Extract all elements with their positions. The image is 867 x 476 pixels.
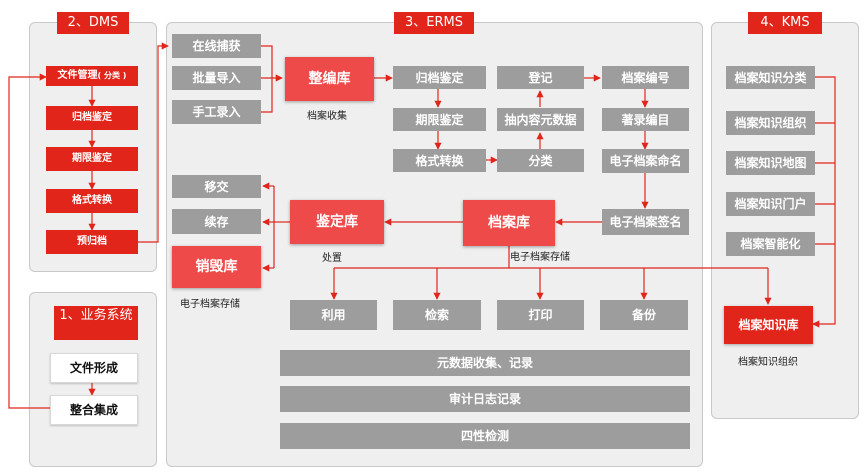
dms-format-conversion[interactable]: 格式转换 [46,189,138,213]
dms-file-management-sub: ( 分类 ) [97,71,127,80]
erms-appraisal-library[interactable]: 鉴定库 [290,200,384,244]
dms-file-management[interactable]: 文件管理( 分类 ) [46,66,138,86]
erms-search[interactable]: 检索 [393,300,481,330]
business-file-formation[interactable]: 文件形成 [50,353,138,383]
dms-pre-archive[interactable]: 预归档 [46,230,138,254]
erms-four-checks[interactable]: 四性检测 [280,423,690,449]
dms-archive-appraisal[interactable]: 归档鉴定 [46,106,138,130]
erms-classify[interactable]: 分类 [497,149,584,172]
erms-archive-collection-caption: 档案收集 [307,111,347,122]
business-title: 1、业务系统 [54,306,138,340]
dms-title: 2、DMS [57,12,129,34]
kms-knowledge-library[interactable]: 档案知识库 [724,306,813,344]
kms-map[interactable]: 档案知识地图 [726,151,815,175]
erms-use[interactable]: 利用 [290,300,377,330]
erms-extract-metadata[interactable]: 抽内容元数据 [497,108,584,131]
kms-portal[interactable]: 档案知识门户 [726,192,815,216]
erms-compilation-library[interactable]: 整编库 [285,57,374,101]
erms-destroy-library[interactable]: 销毁库 [172,246,261,288]
erms-archive-appraisal[interactable]: 归档鉴定 [393,66,486,89]
erms-metadata-record[interactable]: 元数据收集、记录 [280,350,690,376]
erms-continue-store[interactable]: 续存 [172,209,261,234]
erms-audit-log[interactable]: 审计日志记录 [280,386,690,412]
dms-retention-appraisal[interactable]: 期限鉴定 [46,147,138,171]
business-integration[interactable]: 整合集成 [50,395,138,425]
erms-transfer[interactable]: 移交 [172,175,261,198]
kms-intelligence[interactable]: 档案智能化 [726,232,815,256]
dms-file-management-label: 文件管理 [57,70,98,81]
erms-retention-appraisal[interactable]: 期限鉴定 [393,108,486,131]
erms-e-archive-storage-caption: 电子档案存储 [510,252,570,263]
erms-disposal-caption: 处置 [322,253,342,264]
kms-knowledge-org-caption: 档案知识组织 [738,357,798,368]
kms-title: 4、KMS [748,12,822,34]
erms-cataloging[interactable]: 著录编目 [602,108,689,131]
erms-e-archive-signing[interactable]: 电子档案签名 [602,209,689,235]
erms-archive-number[interactable]: 档案编号 [602,66,689,89]
erms-online-capture[interactable]: 在线捕获 [172,34,261,58]
kms-classification[interactable]: 档案知识分类 [726,66,815,89]
erms-batch-import[interactable]: 批量导入 [172,66,261,90]
erms-e-archive-naming[interactable]: 电子档案命名 [602,149,689,173]
erms-manual-entry[interactable]: 手工录入 [172,100,261,124]
erms-destroy-storage-caption: 电子档案存储 [180,299,240,310]
kms-organization[interactable]: 档案知识组织 [726,111,815,135]
erms-backup[interactable]: 备份 [600,300,688,330]
erms-format-conversion[interactable]: 格式转换 [393,149,486,172]
erms-archive-library[interactable]: 档案库 [463,200,555,246]
erms-register[interactable]: 登记 [497,66,584,89]
erms-title: 3、ERMS [394,12,474,34]
erms-print[interactable]: 打印 [497,300,584,330]
